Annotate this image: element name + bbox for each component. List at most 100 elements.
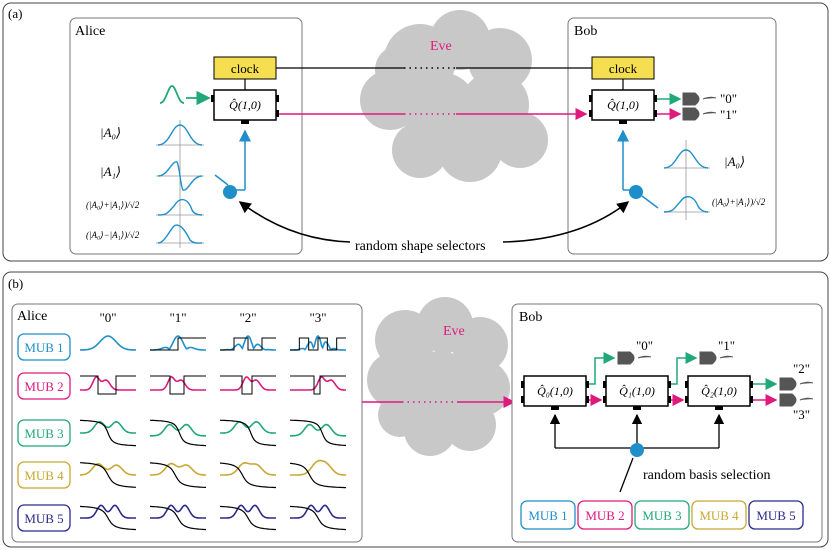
- mub-1-state-3-phase-step: [290, 337, 346, 351]
- mub-waveform-grid: [79, 334, 347, 531]
- alice-gate-port-b: [241, 120, 249, 124]
- panel-b-frame: [2, 271, 829, 548]
- mub-2-state-0-phase-step: [80, 375, 136, 395]
- mub-1-state-1-amplitude: [150, 335, 206, 351]
- alice-gate-port-r: [276, 95, 279, 102]
- gate-q0-label: Q̂₀(1,0): [537, 384, 573, 398]
- alice-state-2: (|A₀⟩+|A₁⟩)/√2: [86, 200, 140, 210]
- bob-gate-port-l2: [589, 110, 592, 117]
- bob-mub-4: MUB 4: [691, 500, 747, 530]
- panel-a-frame: [2, 2, 829, 262]
- mub-5-state-1-phase: [149, 505, 207, 531]
- bob-box-a: [567, 17, 777, 255]
- input-pulse: [159, 85, 185, 104]
- bob-gate-port-b: [619, 120, 627, 124]
- mub-4-state-1-phase: [150, 462, 206, 488]
- mub-2-state-2-phase-step: [220, 375, 276, 395]
- bob-selector-dot: [629, 185, 643, 199]
- mub-5-state-3-phase: [289, 505, 347, 531]
- bob-gate-port-r2: [654, 110, 657, 117]
- eve-label-a: Eve: [430, 39, 452, 54]
- bob-q-gate: [591, 89, 655, 121]
- gate-q1: Q̂₁(1,0): [603, 375, 671, 410]
- mub-3-state-3-amplitude: [290, 423, 346, 437]
- mub-label-1-text: MUB 1: [24, 340, 63, 355]
- mub-label-2: MUB 2: [17, 372, 71, 400]
- alice-state-0: |A₀⟩: [100, 125, 121, 140]
- detector-b3-icon: [779, 393, 814, 407]
- mub-3-state-1-phase: [150, 419, 206, 447]
- bob-waveforms: [663, 140, 710, 220]
- clock-bob-label: clock: [609, 61, 638, 76]
- bob-output-0: "0": [720, 91, 737, 106]
- out-0-path: [589, 352, 616, 385]
- mub-5-state-0-amplitude: [80, 504, 136, 519]
- out-3-label: "3": [793, 407, 810, 422]
- detector-0-icon: [682, 92, 717, 106]
- mub-4-state-3-amplitude: [290, 459, 346, 476]
- bob-box-b: [511, 303, 823, 543]
- alice-state-3: (|A₀⟩−|A₁⟩)/√2: [86, 230, 140, 240]
- alice-state-1: |A₁⟩: [100, 164, 121, 179]
- panel-a-label: (a): [8, 6, 22, 21]
- gate-q0: Q̂₀(1,0): [521, 375, 589, 410]
- alice-q-gate: [213, 89, 277, 121]
- col-1: "1": [169, 310, 186, 325]
- mub-2-state-3-phase-step: [290, 375, 346, 395]
- mub-4-state-3-phase: [289, 462, 346, 489]
- mub-5-state-0-phase: [79, 505, 137, 531]
- mub-label-5: MUB 5: [17, 504, 71, 532]
- basis-selector-dot: [630, 443, 644, 457]
- alice-selector-diag: [214, 174, 229, 186]
- mub-4-state-0-amplitude: [80, 462, 136, 476]
- col-0: "0": [99, 310, 116, 325]
- col-3: "3": [309, 310, 326, 325]
- mub-1-state-0-amplitude: [80, 335, 136, 351]
- alice-q-gate-label: Q̂(1,0): [229, 98, 261, 112]
- alice-selector-dot: [223, 185, 237, 199]
- mub-5-state-3-amplitude: [290, 504, 346, 519]
- basis-caption: random basis selection: [643, 468, 771, 483]
- mub-2-state-2-amplitude: [220, 376, 276, 391]
- mub-4-state-1-amplitude: [150, 462, 206, 476]
- eve-cloud-a: [360, 10, 548, 182]
- bob-gate-port-l: [589, 95, 592, 102]
- bob-q-gate-label: Q̂(1,0): [607, 98, 639, 112]
- mub-3-state-2-phase: [219, 419, 276, 447]
- mub-3-state-0-amplitude: [80, 420, 136, 434]
- gate-q2: Q̂₂(1,0): [685, 375, 753, 410]
- mub-4-state-2-amplitude: [220, 461, 276, 476]
- bob-state-1: (|A₀⟩+|A₁⟩)/√2: [712, 197, 766, 207]
- mub-2-state-0-amplitude: [80, 376, 136, 391]
- mub-label-3: MUB 3: [17, 419, 71, 447]
- selector-arrow-left: [238, 201, 351, 243]
- alice-title-a: Alice: [75, 24, 105, 39]
- mub-3-state-3-phase: [290, 419, 347, 447]
- gate-q2-label: Q̂₂(1,0): [701, 384, 737, 398]
- gate-q1-label: Q̂₁(1,0): [619, 384, 655, 398]
- bob-mub-3-text: MUB 3: [642, 508, 681, 523]
- mub-label-2-text: MUB 2: [24, 379, 63, 394]
- detector-b2-icon: [779, 377, 814, 391]
- eve-cloud-b: [367, 297, 510, 456]
- mub-2-state-3-amplitude: [290, 376, 346, 391]
- mub-4-state-0-phase: [80, 462, 136, 488]
- bob-mub-2: MUB 2: [577, 500, 633, 530]
- bob-title-a: Bob: [574, 24, 597, 39]
- out-2-label: "2": [793, 361, 810, 376]
- detector-b0-icon: [617, 351, 652, 365]
- mub-1-state-1-phase-step: [150, 337, 206, 351]
- mub-5-state-1-amplitude: [150, 504, 206, 519]
- mub-label-3-text: MUB 3: [24, 426, 63, 441]
- alice-title-b: Alice: [17, 309, 47, 324]
- bob-mub-1: MUB 1: [520, 500, 576, 530]
- mub-2-state-1-amplitude: [150, 376, 206, 391]
- mub-2-state-1-phase-step: [150, 375, 206, 395]
- panel-b-label: (b): [8, 276, 23, 291]
- bob-state-0: |A₀⟩: [724, 154, 745, 169]
- mub-5-state-2-amplitude: [220, 504, 276, 519]
- mub-5-state-2-phase: [219, 505, 277, 531]
- mub-1-state-2-phase-step: [220, 337, 276, 351]
- bob-mub-5: MUB 5: [748, 500, 804, 530]
